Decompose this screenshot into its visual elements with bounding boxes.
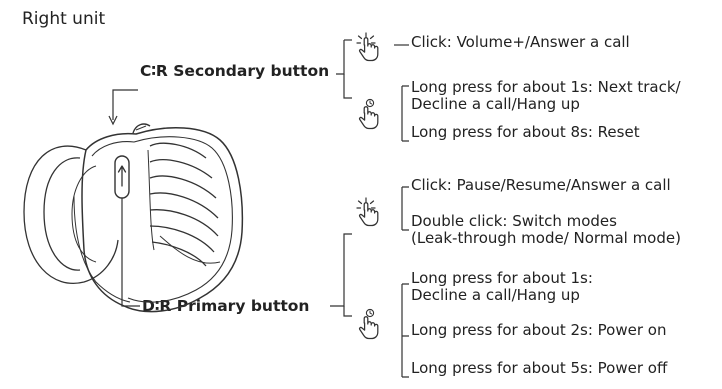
- long-press-icon: [358, 308, 379, 340]
- connector-lines: [108, 39, 409, 378]
- tap-icon: [356, 32, 379, 62]
- secondary-click-text: Click: Volume+/Answer a call: [411, 33, 630, 51]
- earbud-illustration: [23, 123, 244, 313]
- long-press-icon: [358, 98, 379, 130]
- secondary-button-label: C∶R Secondary button: [140, 62, 330, 80]
- primary-long-1s-text: Long press for about 1s: Decline a call/…: [411, 269, 593, 304]
- primary-button-label: D∶R Primary button: [142, 297, 310, 315]
- secondary-long-1s-text: Long press for about 1s: Next track/ Dec…: [411, 78, 681, 113]
- primary-double-click-text: Double click: Switch modes (Leak-through…: [411, 212, 681, 247]
- tap-icon: [356, 197, 379, 227]
- primary-click-text: Click: Pause/Resume/Answer a call: [411, 176, 671, 194]
- primary-long-5s-text: Long press for about 5s: Power off: [411, 359, 668, 377]
- secondary-long-8s-text: Long press for about 8s: Reset: [411, 123, 640, 141]
- title: Right unit: [22, 9, 106, 29]
- primary-long-2s-text: Long press for about 2s: Power on: [411, 321, 667, 339]
